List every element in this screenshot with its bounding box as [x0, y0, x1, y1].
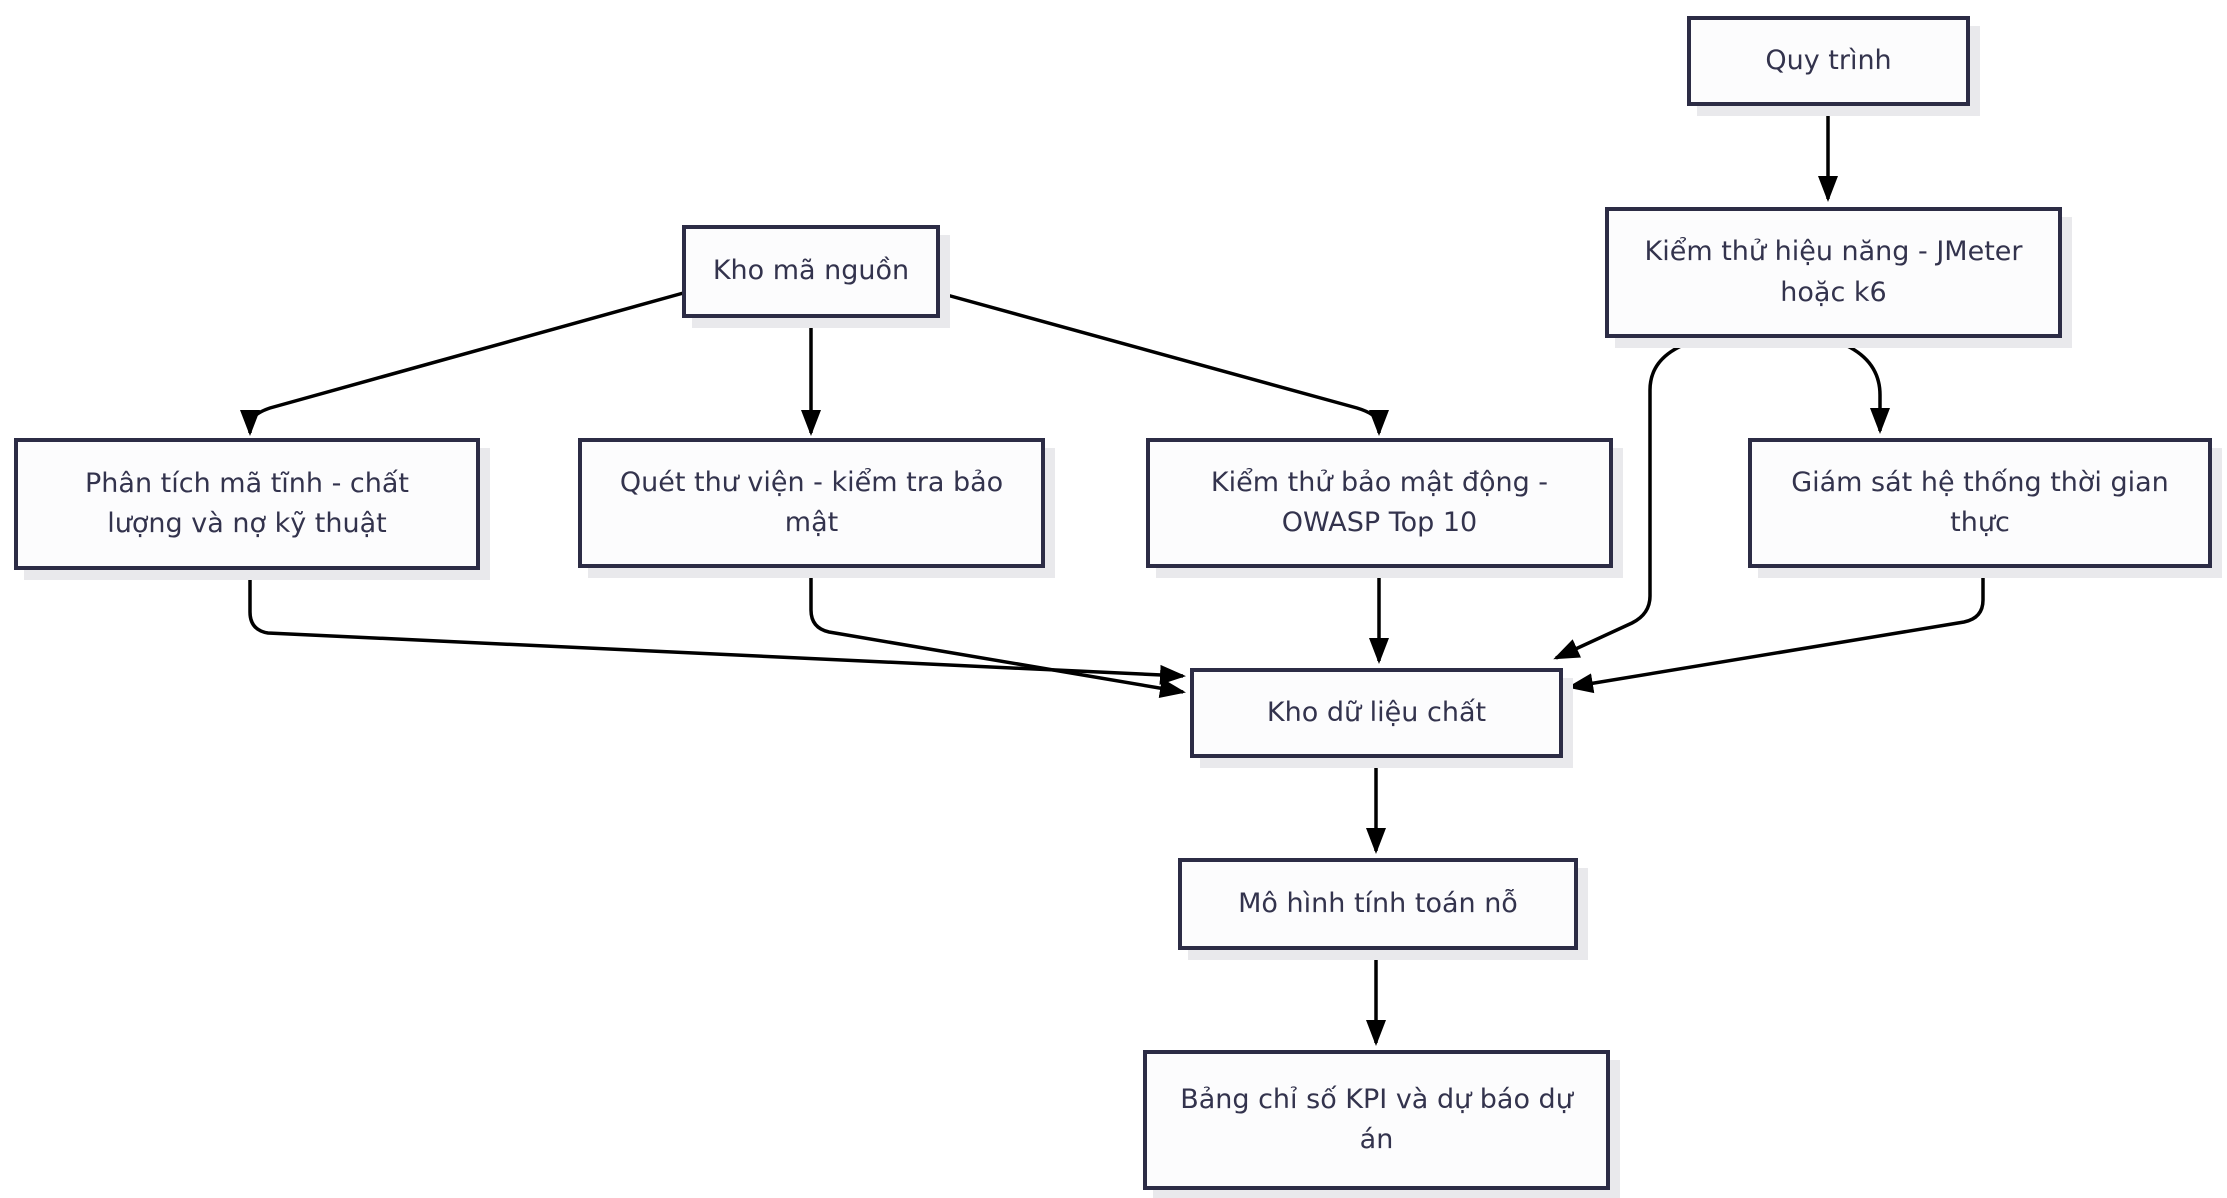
- node-kho-du-lieu-chat: Kho dữ liệu chất: [1190, 668, 1563, 758]
- edge-kho-ma-nguon-to-kiem-thu-bao-mat: [935, 290, 1389, 436]
- node-giam-sat-he-thong: Giám sát hệ thống thời gian thực: [1748, 438, 2212, 568]
- edge-quet-thu-vien-to-kho-du-lieu: [809, 568, 1186, 699]
- edge-phan-tich-to-kho-du-lieu: [248, 570, 1186, 685]
- edge-giam-sat-to-kho-du-lieu: [1567, 568, 1985, 694]
- node-kiem-thu-hieu-nang: Kiểm thử hiệu năng - JMeter hoặc k6: [1605, 207, 2062, 338]
- node-label: Kiểm thử hiệu năng - JMeter hoặc k6: [1644, 236, 2023, 308]
- node-label: Bảng chỉ số KPI và dự báo dự án: [1180, 1083, 1573, 1156]
- node-label: Kho dữ liệu chất: [1266, 696, 1487, 728]
- node-label: Mô hình tính toán nỗ: [1238, 887, 1518, 919]
- node-quy-trinh: Quy trình: [1687, 16, 1970, 106]
- node-kho-ma-nguon: Kho mã nguồn: [682, 225, 940, 318]
- node-label: Quy trình: [1765, 44, 1892, 76]
- node-label: Kiểm thử bảo mật động - OWASP Top 10: [1210, 466, 1549, 539]
- node-mo-hinh-tinh-toan: Mô hình tính toán nỗ: [1178, 858, 1578, 950]
- node-bang-chi-so-kpi: Bảng chỉ số KPI và dự báo dự án: [1143, 1050, 1610, 1190]
- node-label: Phân tích mã tĩnh - chất lượng và nợ kỹ …: [85, 467, 409, 540]
- node-label: Kho mã nguồn: [712, 255, 910, 287]
- node-kiem-thu-bao-mat-dong: Kiểm thử bảo mật động - OWASP Top 10: [1146, 438, 1613, 568]
- node-label: Giám sát hệ thống thời gian thực: [1791, 466, 2169, 539]
- edge-kho-ma-nguon-to-phan-tich: [240, 290, 688, 436]
- node-quet-thu-vien: Quét thư viện - kiểm tra bảo mật: [578, 438, 1045, 568]
- node-phan-tich-ma-tinh: Phân tích mã tĩnh - chất lượng và nợ kỹ …: [14, 438, 480, 570]
- edge-kiem-thu-hieu-nang-to-giam-sat: [1832, 338, 1890, 434]
- node-label: Quét thư viện - kiểm tra bảo mật: [619, 466, 1004, 539]
